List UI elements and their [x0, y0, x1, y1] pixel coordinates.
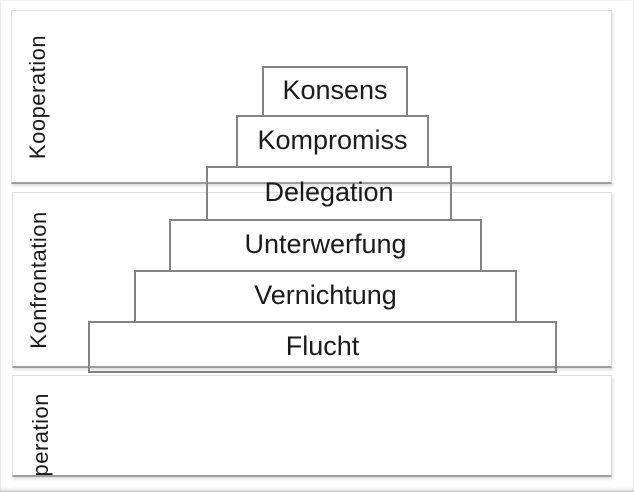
pyramid-level-vernichtung: Vernichtung: [134, 270, 517, 323]
pyramid-level-kompromiss: Kompromiss: [236, 115, 429, 168]
band-label-kooperation: Kooperation: [25, 34, 50, 159]
pyramid-level-label: Konsens: [282, 75, 388, 105]
band-peration-clipped: peration: [12, 375, 612, 477]
band-label-konfrontation: Konfrontation: [26, 210, 51, 349]
band-label-peration: peration: [28, 393, 53, 477]
pyramid-level-flucht: Flucht: [88, 321, 557, 373]
pyramid-level-label: Flucht: [285, 330, 360, 361]
pyramid-level-label: Delegation: [264, 177, 394, 207]
pyramid-level-label: Vernichtung: [254, 280, 397, 310]
pyramid-level-delegation: Delegation: [206, 166, 452, 221]
band-konfrontation: Konfrontation: [12, 192, 612, 368]
pyramid-level-label: Unterwerfung: [244, 229, 407, 259]
pyramid-level-konsens: Konsens: [262, 66, 408, 117]
pyramid-level-unterwerfung: Unterwerfung: [169, 219, 482, 272]
band-kooperation: Kooperation: [11, 10, 612, 184]
pyramid-level-label: Kompromiss: [257, 125, 408, 155]
